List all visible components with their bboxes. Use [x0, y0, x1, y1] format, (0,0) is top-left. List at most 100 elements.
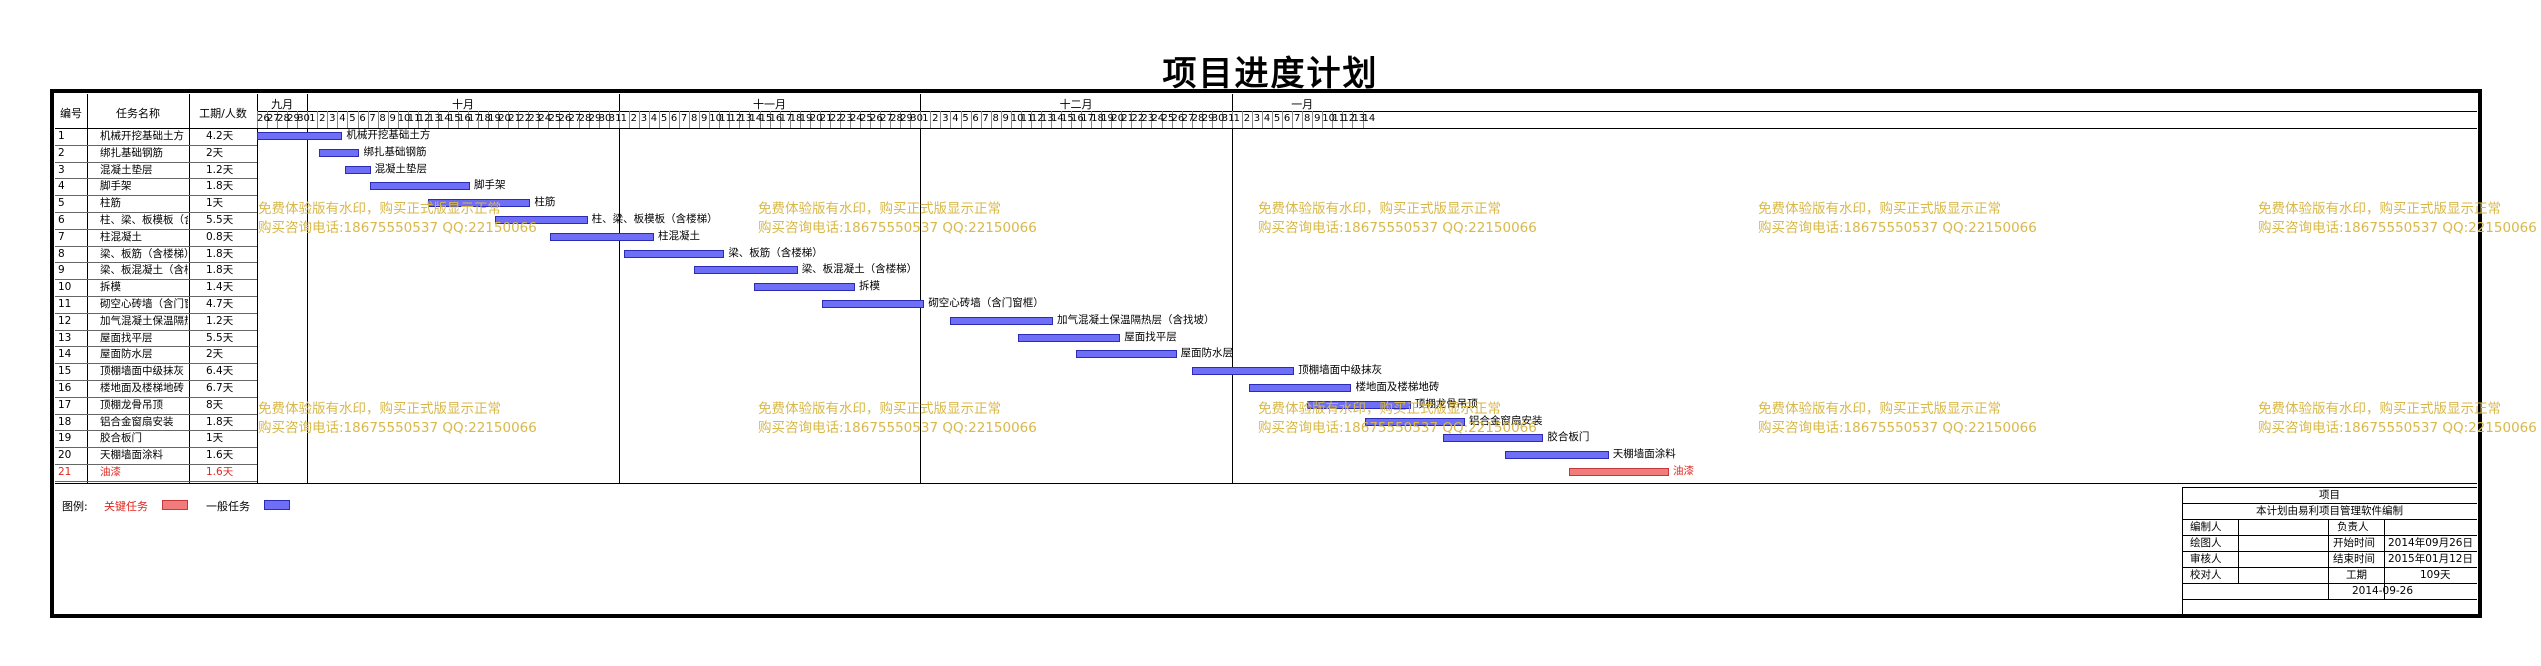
day-tick	[839, 111, 841, 128]
task-id: 20	[58, 449, 72, 462]
day-tick	[950, 111, 952, 128]
info-table: 项目 本计划由易利项目管理软件编制 编制人 负责人 绘图人 开始时间 2014年…	[2182, 487, 2477, 614]
day-number: 5	[962, 113, 969, 124]
day-number: 29	[900, 113, 913, 124]
day-tick	[1342, 111, 1344, 128]
task-name: 加气混凝土保温隔热层（含找坡）	[100, 314, 188, 327]
day-tick	[860, 111, 861, 128]
day-tick	[638, 111, 640, 128]
task-id: 1	[58, 130, 65, 142]
day-number: 20	[1111, 113, 1124, 124]
month-separator	[920, 94, 922, 483]
day-number: 12	[1342, 113, 1356, 124]
day-number: 23	[1141, 113, 1155, 124]
day-tick	[1040, 111, 1042, 128]
day-number: 27	[267, 113, 280, 124]
day-tick	[257, 111, 258, 128]
info-editor: 编制人	[2190, 521, 2222, 533]
info-start-label: 开始时间	[2333, 537, 2375, 549]
legend-normal-swatch	[264, 500, 290, 510]
legend-normal-label: 一般任务	[206, 500, 250, 513]
day-number: 1	[1233, 113, 1241, 124]
day-number: 24	[849, 113, 863, 124]
info-reviewer: 审核人	[2190, 553, 2222, 565]
task-bar	[495, 216, 588, 224]
header-id: 编号	[60, 107, 82, 120]
month-separator	[618, 94, 620, 483]
day-number: 28	[1191, 113, 1205, 124]
day-tick	[940, 111, 942, 128]
task-bar	[1568, 468, 1670, 476]
day-tick	[1262, 111, 1263, 128]
day-tick	[689, 111, 691, 128]
row-line	[55, 144, 257, 146]
task-bar	[257, 132, 343, 140]
day-tick	[387, 111, 389, 128]
task-id: 18	[58, 415, 72, 428]
task-duration: 8天	[206, 398, 224, 411]
task-duration: 2天	[206, 348, 224, 361]
row-line	[55, 161, 257, 163]
day-number: 3	[640, 113, 648, 124]
info-row-line	[2182, 551, 2477, 552]
task-name: 铝合金窗扇安装	[100, 415, 174, 428]
day-number: 8	[690, 113, 698, 124]
day-number: 12	[729, 113, 743, 124]
day-number: 1	[620, 113, 627, 124]
task-duration: 5.5天	[206, 214, 234, 226]
day-number: 17	[1081, 113, 1094, 124]
info-col-line	[2384, 519, 2385, 599]
task-id: 10	[58, 281, 72, 294]
day-tick	[307, 111, 309, 128]
day-tick	[679, 111, 681, 128]
task-bar-label: 机械开挖基础土方	[346, 129, 431, 141]
watermark-text: 免费体验版有水印，购买正式版显示正常购买咨询电话:18675550537 QQ:…	[1758, 401, 2037, 436]
row-line	[55, 195, 257, 197]
day-number: 18	[478, 113, 491, 124]
day-number: 10	[1010, 113, 1024, 124]
day-number: 2	[630, 113, 638, 124]
task-id: 13	[58, 331, 72, 344]
day-number: 23	[839, 113, 853, 124]
day-number: 24	[538, 113, 552, 124]
header-duration: 工期/人数	[199, 107, 247, 120]
task-id: 3	[58, 163, 65, 176]
day-tick	[528, 111, 530, 128]
task-name: 砌空心砖墙（含门窗框）	[100, 298, 188, 310]
day-tick	[1292, 111, 1294, 128]
day-tick	[759, 111, 761, 128]
day-tick	[980, 111, 982, 128]
task-bar	[754, 283, 855, 292]
day-number: 22	[1131, 113, 1145, 124]
task-bar-label: 胶合板门	[1547, 431, 1590, 444]
day-number: 28	[277, 113, 290, 124]
task-duration: 1天	[206, 197, 224, 210]
day-tick	[518, 111, 520, 128]
task-bar	[369, 182, 471, 191]
day-tick	[659, 111, 660, 128]
task-bar-label: 脚手架	[474, 179, 506, 192]
task-duration: 2天	[206, 146, 224, 159]
task-bar-label: 柱、梁、板模板（含楼梯）	[591, 213, 718, 225]
task-id: 7	[58, 230, 65, 243]
task-name: 油漆	[100, 466, 121, 478]
task-id: 21	[58, 466, 72, 478]
day-tick	[317, 111, 319, 128]
day-number: 29	[1201, 113, 1215, 124]
row-line	[55, 430, 257, 432]
day-number: 26	[558, 113, 572, 124]
task-duration: 1.8天	[206, 247, 234, 260]
day-number: 7	[982, 113, 989, 124]
day-tick	[769, 111, 771, 128]
day-tick	[729, 111, 731, 128]
day-tick	[1101, 111, 1103, 128]
task-bar	[821, 300, 925, 308]
watermark-text: 免费体验版有水印，购买正式版显示正常购买咨询电话:18675550537 QQ:…	[2258, 201, 2537, 236]
day-tick	[1000, 111, 1002, 128]
task-duration: 1.4天	[206, 281, 234, 294]
task-bar	[345, 165, 371, 174]
day-number: 13	[1040, 113, 1054, 124]
day-tick	[799, 111, 801, 128]
day-tick	[337, 111, 339, 128]
day-tick	[819, 111, 821, 128]
